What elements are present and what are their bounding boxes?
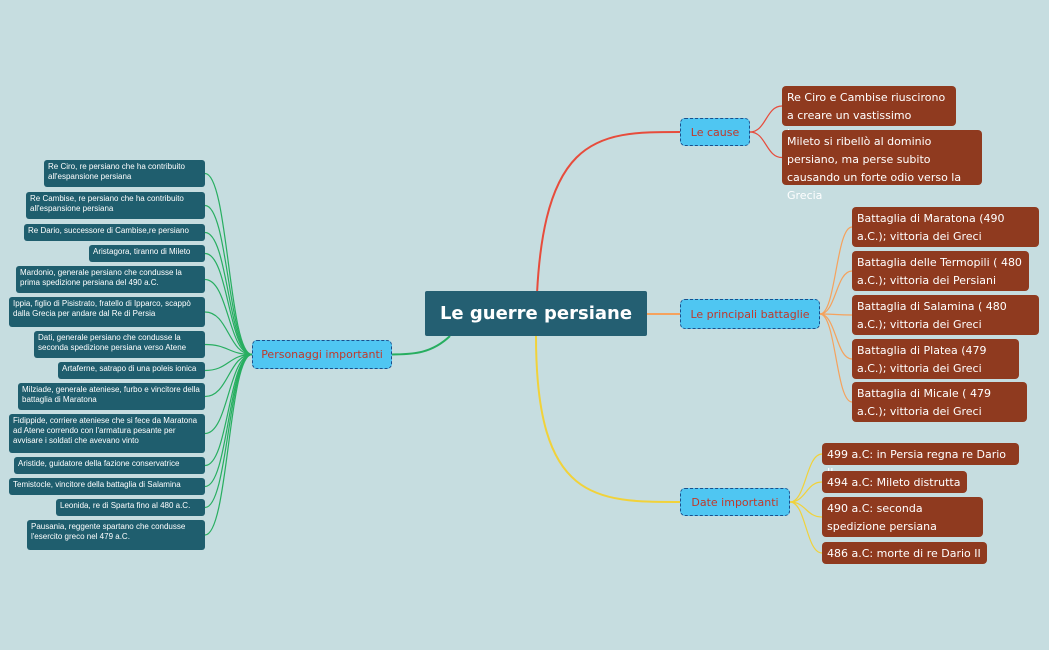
leaf-battaglie-0[interactable]: Battaglia di Maratona (490 a.C.); vittor… [852,207,1039,247]
connector-battaglie-1 [819,270,853,315]
leaf-date-1[interactable]: 494 a.C: Mileto distrutta [822,471,967,493]
connector-personaggi-1 [204,204,253,356]
connector-battaglie-4 [819,313,853,403]
leaf-date-3[interactable]: 486 a.C: morte di re Dario II [822,542,987,564]
leaf-personaggi-11[interactable]: Temistocle, vincitore della battaglia di… [9,478,205,495]
connector-battaglie-0 [819,226,853,315]
connector-personaggi [391,335,451,356]
leaf-battaglie-4[interactable]: Battaglia di Micale ( 479 a.C.); vittori… [852,382,1027,422]
leaf-personaggi-5[interactable]: Ippia, figlio di Pisistrato, fratello di… [9,297,205,327]
leaf-date-2[interactable]: 490 a.C: seconda spedizione persiana [822,497,983,537]
leaf-personaggi-10[interactable]: Aristide, guidatore della fazione conser… [14,457,205,474]
leaf-personaggi-6[interactable]: Dati, generale persiano che condusse la … [34,331,205,358]
leaf-battaglie-2[interactable]: Battaglia di Salamina ( 480 a.C.); vitto… [852,295,1039,335]
connector-personaggi-5 [204,311,253,356]
connector-personaggi-4 [204,278,253,356]
connector-personaggi-0 [204,172,253,356]
connector-personaggi-8 [204,353,253,398]
connector-cause-1 [749,131,783,159]
leaf-personaggi-7[interactable]: Artaferne, satrapo di una poleis ionica [58,362,205,379]
leaf-battaglie-1[interactable]: Battaglia delle Termopili ( 480 a.C.); v… [852,251,1029,291]
leaf-personaggi-4[interactable]: Mardonio, generale persiano che condusse… [16,266,205,293]
leaf-personaggi-12[interactable]: Leonida, re di Sparta fino al 480 a.C. [56,499,205,516]
branch-personaggi[interactable]: Personaggi importanti [252,340,392,369]
leaf-personaggi-8[interactable]: Milziade, generale ateniese, furbo e vin… [18,383,205,410]
leaf-personaggi-3[interactable]: Aristagora, tiranno di Mileto [89,245,205,262]
branch-date[interactable]: Date importanti [680,488,790,516]
connector-date-0 [789,453,823,503]
connector-battaglie-2 [819,313,853,316]
connector-date-3 [789,501,823,554]
leaf-personaggi-2[interactable]: Re Dario, successore di Cambise,re persi… [24,224,205,241]
connector-date [535,335,681,503]
connector-personaggi-13 [204,353,253,536]
connector-date-1 [789,481,823,503]
connector-personaggi-3 [204,252,253,356]
connector-cause [535,131,681,337]
connector-cause-0 [749,105,783,133]
central-topic[interactable]: Le guerre persiane [425,291,647,336]
branch-cause[interactable]: Le cause [680,118,750,146]
leaf-battaglie-3[interactable]: Battaglia di Platea (479 a.C.); vittoria… [852,339,1019,379]
connector-personaggi-2 [204,231,253,356]
leaf-personaggi-13[interactable]: Pausania, reggente spartano che condusse… [27,520,205,550]
branch-battaglie[interactable]: Le principali battaglie [680,299,820,329]
leaf-personaggi-1[interactable]: Re Cambise, re persiano che ha contribui… [26,192,205,219]
leaf-date-0[interactable]: 499 a.C: in Persia regna re Dario II [822,443,1019,479]
leaf-personaggi-0[interactable]: Re Ciro, re persiano che ha contribuito … [44,160,205,187]
leaf-cause-0[interactable]: Re Ciro e Cambise riuscirono a creare un… [782,86,956,140]
leaf-personaggi-9[interactable]: Fidippide, corriere ateniese che si fece… [9,414,205,453]
connector-battaglie-3 [819,313,853,360]
leaf-cause-1[interactable]: Mileto si ribellò al dominio persiano, m… [782,130,982,202]
